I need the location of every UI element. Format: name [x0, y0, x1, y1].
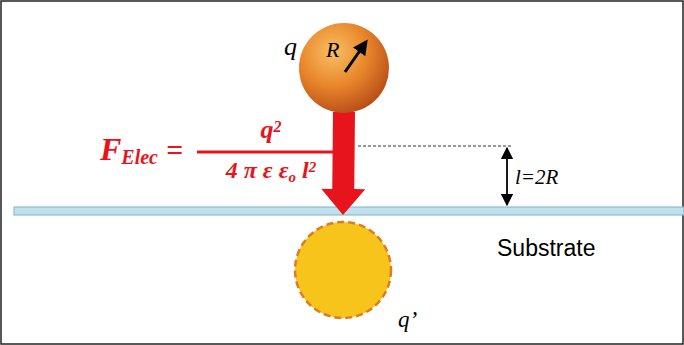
distance-arrow	[506, 148, 508, 205]
formula-index: 2	[309, 159, 317, 175]
distance-label: l=2R	[515, 166, 558, 189]
charge-label: q	[284, 34, 297, 60]
node-shape	[293, 220, 393, 320]
formula-numerator: q2	[197, 116, 345, 145]
charge-label: q’	[398, 308, 417, 331]
image-circle	[295, 222, 391, 318]
formula-index: o	[289, 169, 297, 185]
formula-lhs: FElec =	[100, 132, 183, 168]
radius-label: R	[326, 39, 339, 61]
charged-sphere: qR	[298, 22, 390, 114]
label-text: F	[100, 131, 121, 167]
radius-arrow	[345, 42, 366, 72]
sphere-body	[299, 23, 389, 113]
reference-line	[358, 146, 512, 147]
formula-index: 2	[274, 118, 282, 135]
fraction-bar	[197, 151, 345, 154]
node-shape	[298, 22, 390, 114]
force-arrow	[321, 112, 365, 215]
formula-denominator: 4 π ε εol2	[193, 157, 349, 186]
label-text: l	[302, 157, 309, 183]
substrate-bar	[14, 207, 684, 215]
label-text: Substrate	[497, 235, 595, 261]
formula-index: Elec	[121, 146, 158, 168]
image-charge: q’	[293, 220, 393, 320]
label-text: q	[261, 115, 274, 144]
substrate-label: Substrate	[497, 236, 595, 261]
label-text: l=2R	[515, 165, 558, 189]
label-text: 4 π ε ε	[226, 157, 289, 183]
label-text: =	[166, 133, 183, 166]
